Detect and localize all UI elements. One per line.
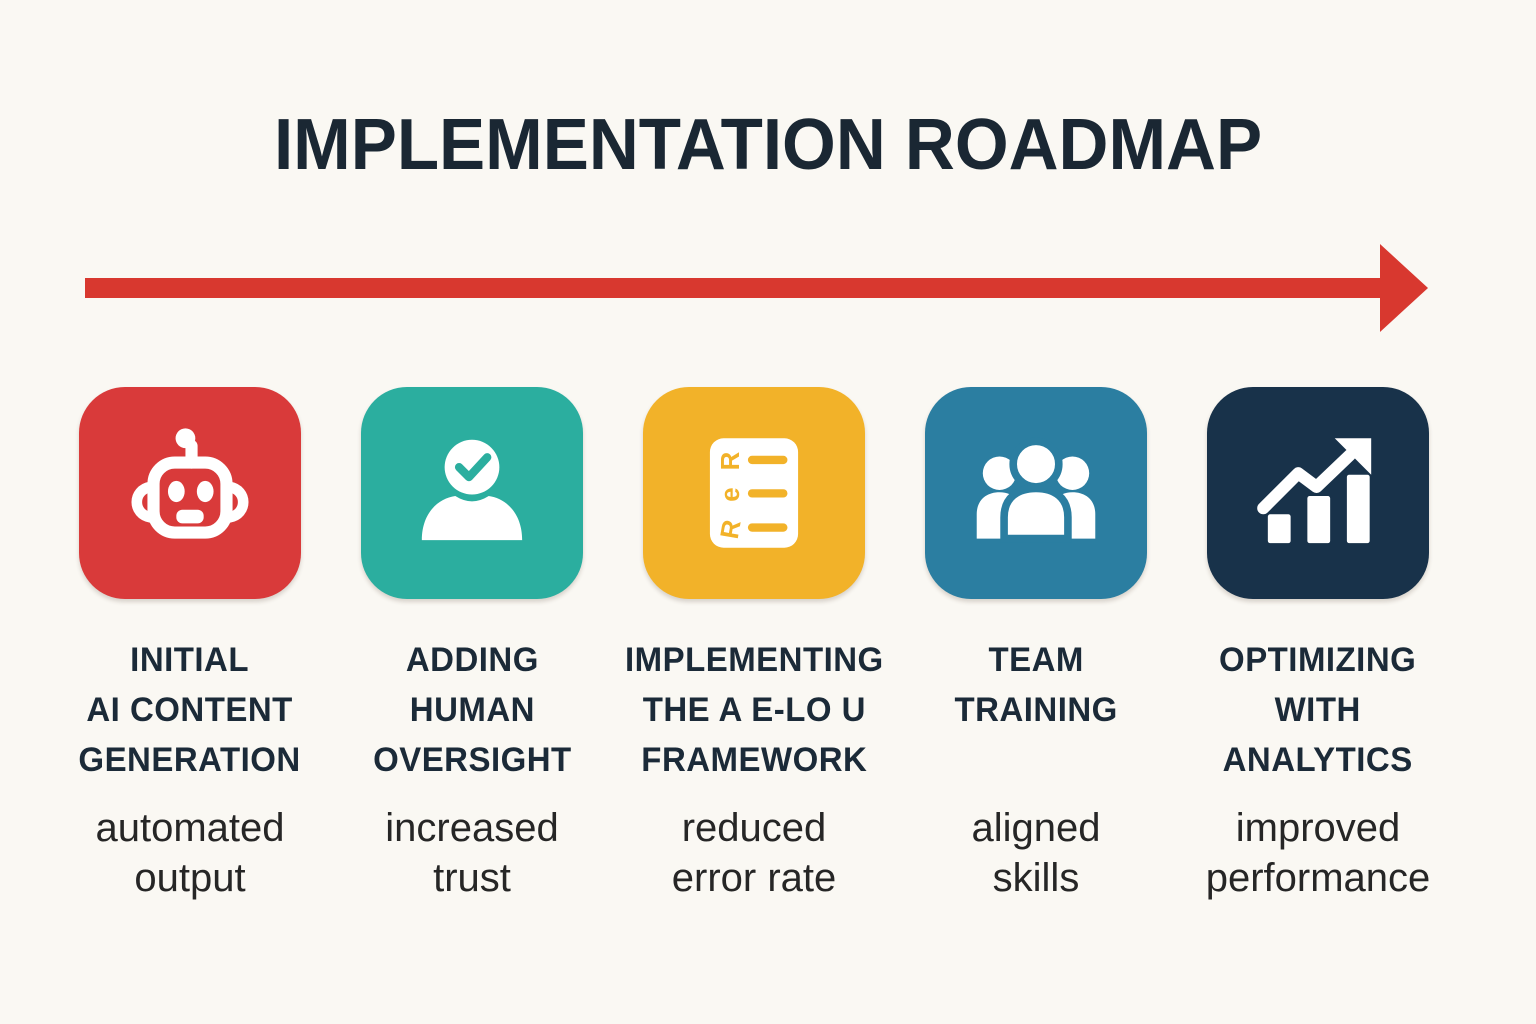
- trend-arrow-head: [1334, 438, 1372, 475]
- arrow-shaft: [85, 278, 1385, 298]
- step-title: OPTIMIZING WITH ANALYTICS: [1219, 641, 1417, 779]
- step-benefit: increased trust: [385, 806, 559, 900]
- trend-line: [1257, 448, 1356, 515]
- step-adding-human-oversight: ADDING HUMAN OVERSIGHT increased trust: [331, 387, 613, 903]
- right-arrow-icon: [85, 244, 1428, 332]
- step-icon-tile: [79, 387, 301, 599]
- robot-icon: [131, 428, 249, 539]
- step-icon-tile: R e R: [643, 387, 865, 599]
- svg-text:R: R: [716, 518, 747, 542]
- page-title: IMPLEMENTATION ROADMAP: [273, 105, 1263, 185]
- step-benefit: reduced error rate: [671, 806, 837, 900]
- team-icon: [976, 437, 1096, 543]
- person-check-icon: [421, 439, 523, 541]
- step-benefit: automated output: [95, 806, 285, 900]
- svg-text:e: e: [717, 487, 745, 501]
- step-title: TEAM TRAINING: [954, 641, 1118, 729]
- steps-row: INITIAL AI CONTENT GENERATION automated …: [49, 387, 1459, 903]
- checklist-glyphs: R e R: [716, 451, 747, 541]
- step-icon-tile: [1207, 387, 1429, 599]
- checklist-lines: [747, 455, 788, 532]
- checkmark-icon: [454, 453, 492, 482]
- svg-text:R: R: [717, 451, 745, 470]
- step-title: IMPLEMENTING THE A E-LO U FRAMEWORK: [624, 641, 884, 779]
- step-title: INITIAL AI CONTENT GENERATION: [78, 641, 302, 779]
- step-icon-tile: [361, 387, 583, 599]
- step-benefit: aligned skills: [971, 806, 1101, 900]
- analytics-icon: [1257, 438, 1372, 544]
- step-team-training: TEAM TRAINING aligned skills: [895, 387, 1177, 903]
- step-implementing-framework: R e R IMPLEME: [613, 387, 895, 903]
- step-icon-tile: [925, 387, 1147, 599]
- step-title: ADDING HUMAN OVERSIGHT: [372, 641, 572, 779]
- step-initial-ai-content-generation: INITIAL AI CONTENT GENERATION automated …: [49, 387, 331, 903]
- step-benefit: improved performance: [1205, 806, 1431, 900]
- arrow-head: [1380, 244, 1428, 332]
- step-optimizing-with-analytics: OPTIMIZING WITH ANALYTICS improved perfo…: [1177, 387, 1459, 903]
- timeline-arrow: [85, 242, 1430, 334]
- checklist-icon: R e R: [709, 438, 799, 548]
